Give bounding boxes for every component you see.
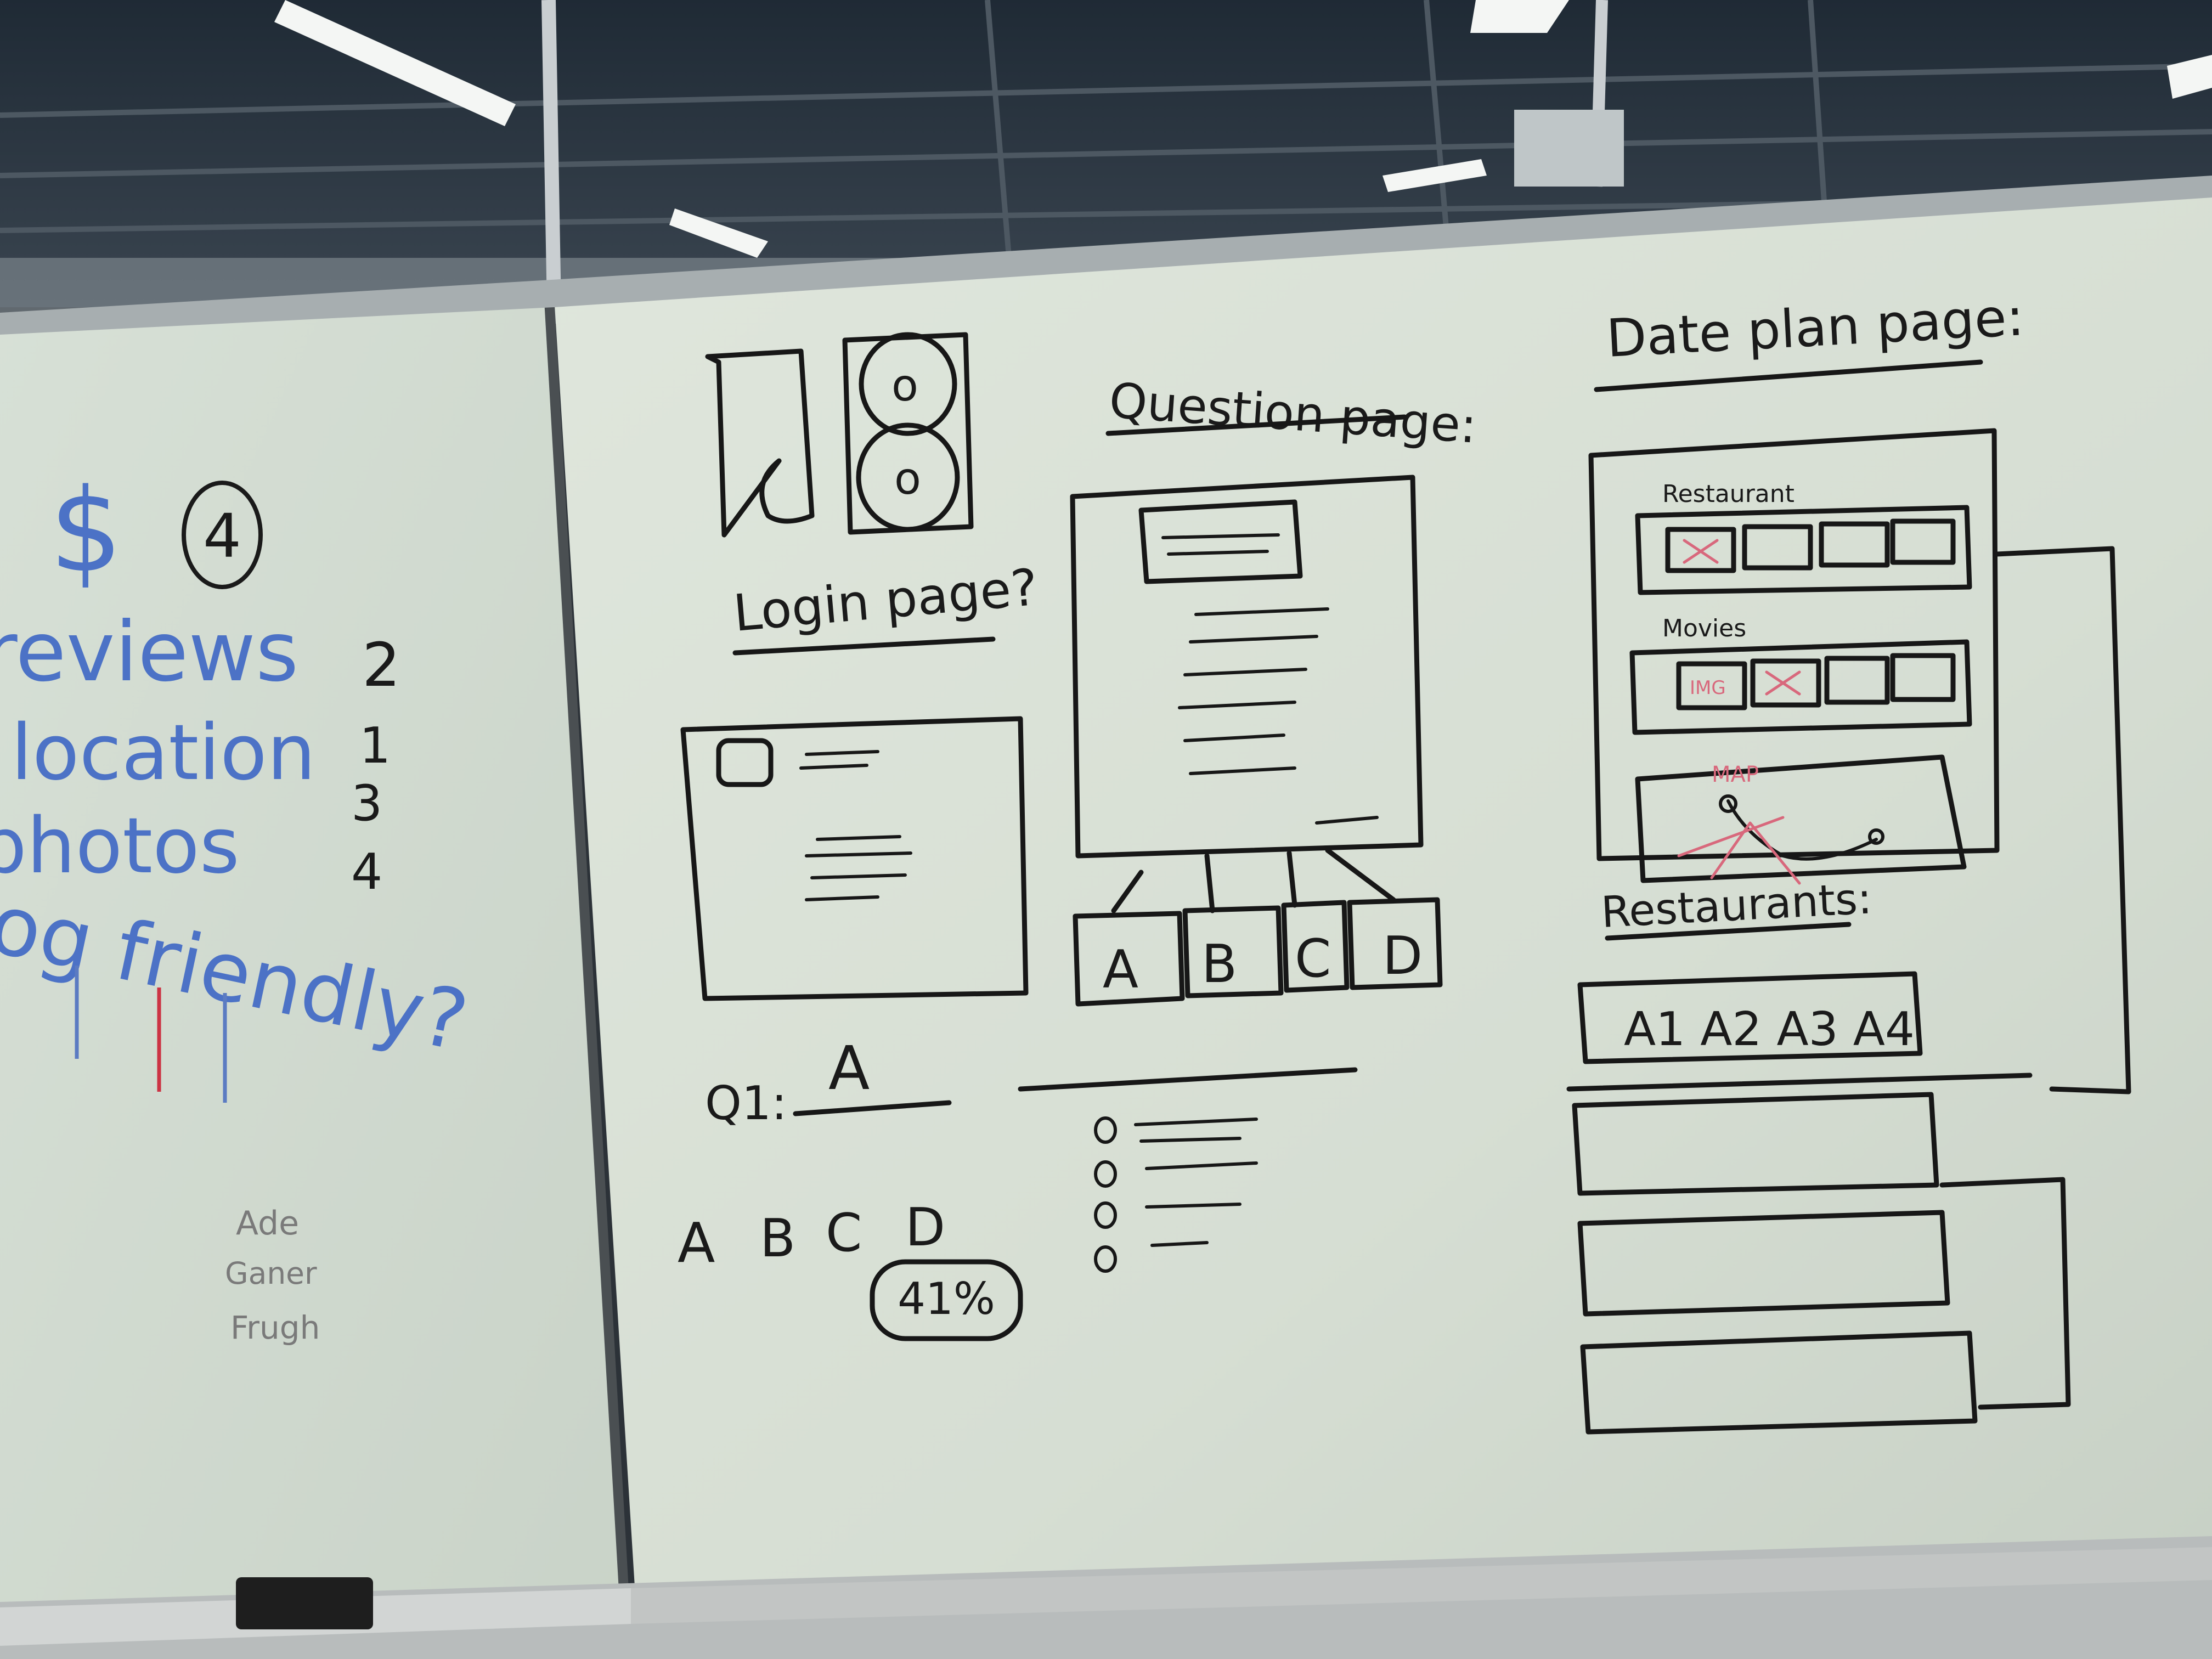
name-1: Ade bbox=[236, 1204, 299, 1243]
criteria-location: location bbox=[11, 708, 316, 798]
date-plan-bracket bbox=[1994, 546, 2131, 1094]
choice-c: C bbox=[826, 1203, 862, 1263]
answer-tab-a: A bbox=[1103, 940, 1138, 1000]
eraser bbox=[236, 1577, 373, 1629]
choice-a: A bbox=[678, 1211, 715, 1275]
criteria-reviews: reviews bbox=[0, 605, 298, 700]
movie-image-tag: IMG bbox=[1690, 677, 1726, 699]
answer-tab-b: B bbox=[1201, 934, 1237, 995]
svg-text:o: o bbox=[894, 453, 921, 504]
logo-sketch: o o bbox=[705, 332, 974, 538]
movies-row-label: Movies bbox=[1662, 614, 1746, 642]
criteria-photos: photos bbox=[0, 802, 240, 891]
left-whiteboard bbox=[0, 291, 625, 1646]
rank-dog-friendly: 4 bbox=[351, 843, 382, 901]
restaurant-row-label: Restaurant bbox=[1662, 480, 1795, 508]
answer-connectors bbox=[1111, 848, 1396, 913]
q1-label: Q1: bbox=[705, 1076, 787, 1131]
answer-tab-c: C bbox=[1295, 929, 1331, 989]
name-2: Ganer bbox=[225, 1256, 317, 1291]
percent-bubble bbox=[870, 1259, 1023, 1341]
answer-tabs: A B C D bbox=[1073, 897, 1443, 1007]
circled-number: 4 bbox=[203, 501, 241, 571]
choice-b: B bbox=[760, 1209, 795, 1269]
dollar-sign: $ bbox=[49, 464, 123, 598]
rank-location: 1 bbox=[359, 717, 391, 775]
name-3: Frugh bbox=[230, 1309, 320, 1346]
restaurants-list-mockup: A1 A2 A3 A4 bbox=[1566, 971, 2071, 1435]
choices-row: A B C D bbox=[678, 1198, 945, 1275]
rank-reviews: 2 bbox=[362, 630, 400, 700]
login-page-mockup bbox=[680, 716, 1029, 1001]
svg-text:o: o bbox=[891, 360, 918, 411]
choice-d: D bbox=[905, 1198, 945, 1258]
question-page-mockup bbox=[1070, 475, 1424, 859]
circled-number-ring bbox=[182, 481, 263, 589]
rank-photos: 3 bbox=[351, 775, 382, 832]
q1-answer: A bbox=[828, 1033, 870, 1103]
answer-tab-d: D bbox=[1383, 926, 1423, 986]
ceiling-lights bbox=[274, 0, 2212, 258]
map-label: MAP bbox=[1712, 762, 1759, 787]
restaurant-tabs: A1 A2 A3 A4 bbox=[1624, 1002, 1915, 1057]
percent-value: 41% bbox=[898, 1273, 995, 1324]
date-plan-mockup: Restaurant Movies IMG MAP bbox=[1588, 428, 2000, 885]
tally-lines bbox=[75, 966, 227, 1103]
radio-list-sketch bbox=[1018, 1067, 1358, 1273]
